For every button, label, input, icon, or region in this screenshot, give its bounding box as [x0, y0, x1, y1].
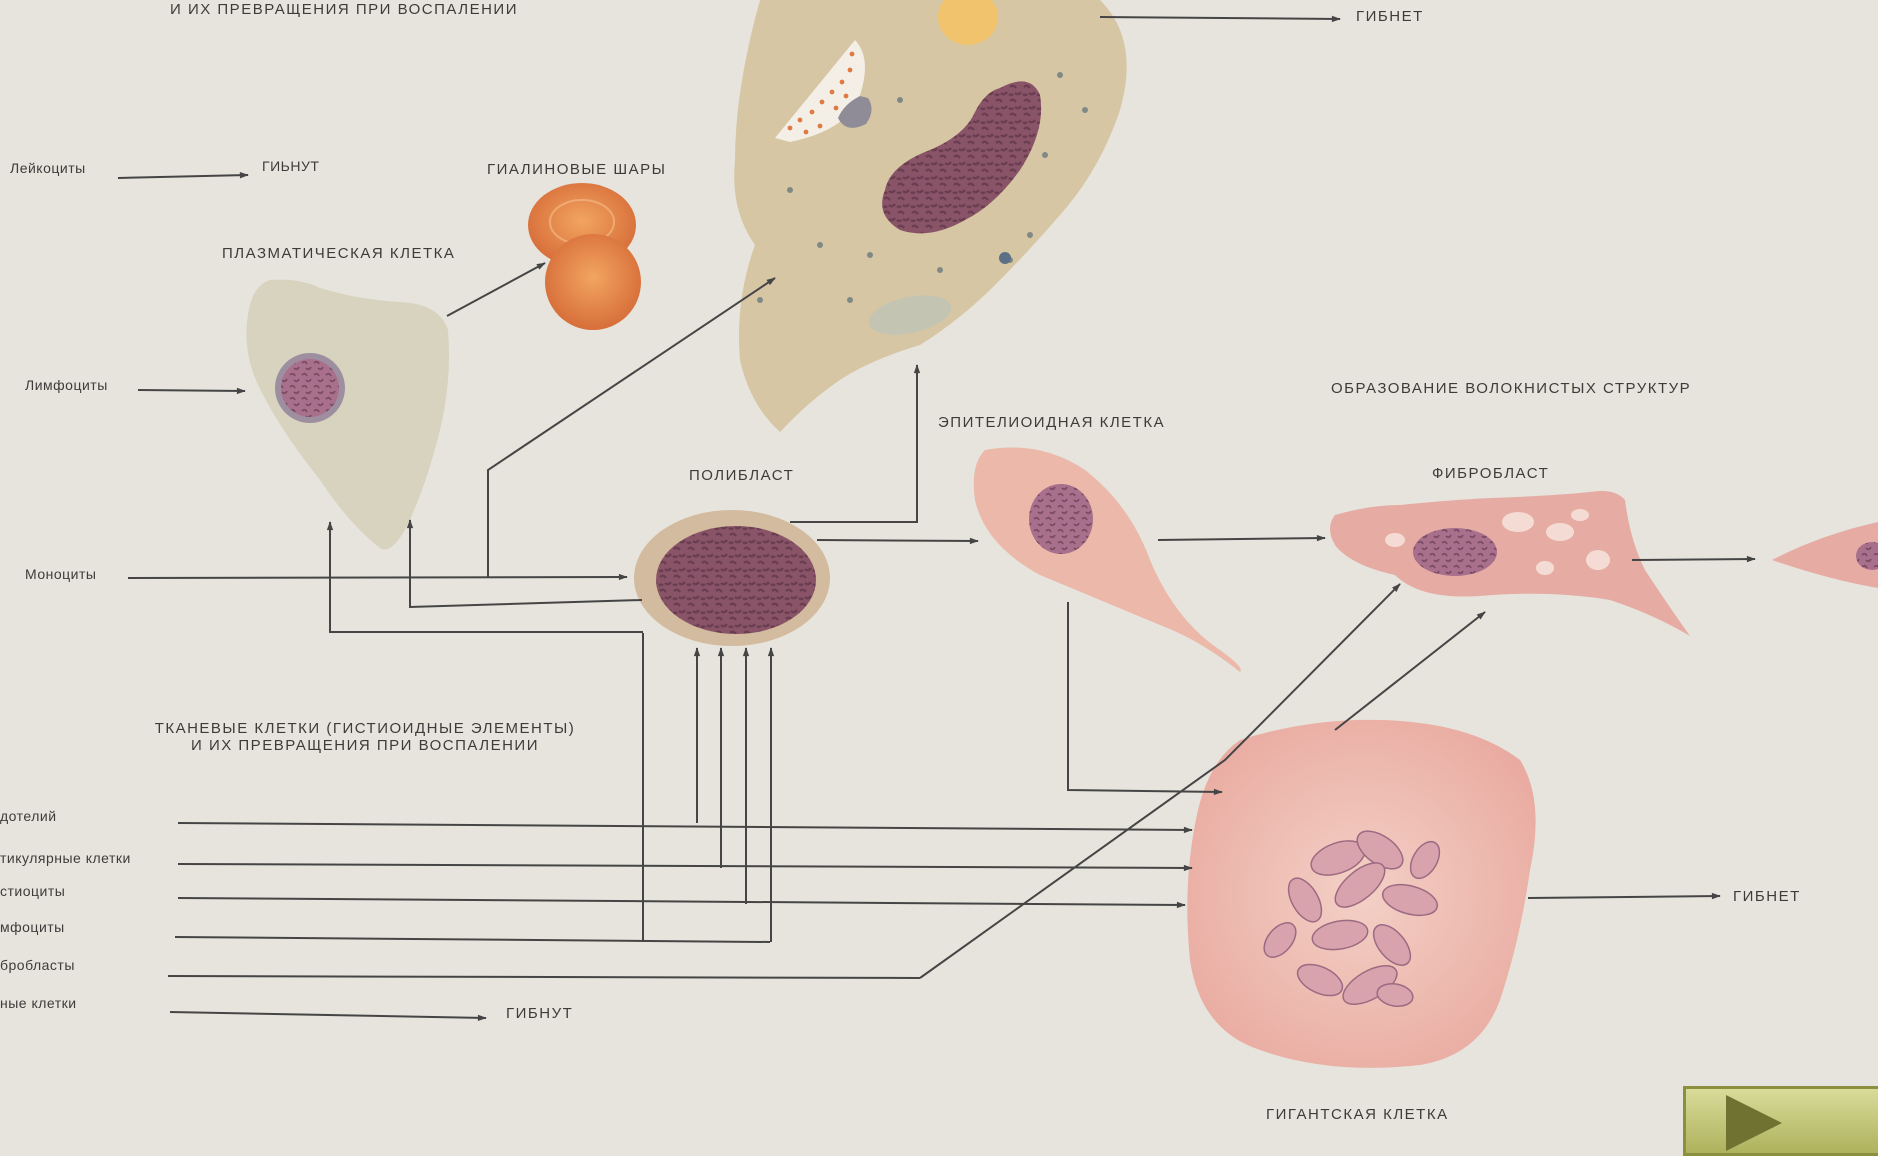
label-fibroblasts: бробласты — [0, 958, 75, 972]
label-giant-dies: ГИБНЕТ — [1733, 889, 1801, 904]
label-reticular-cells: тикулярные клетки — [0, 851, 131, 865]
fibroblast-cell — [1330, 491, 1690, 636]
label-leukocytes: Лейкоциты — [10, 161, 86, 175]
label-tissue-lymphocytes: мфоциты — [0, 920, 65, 934]
label-giant-cell: ГИГАНТСКАЯ КЛЕТКА — [1266, 1107, 1449, 1122]
tissue-title-line2: И ИХ ПРЕВРАЩЕНИЯ ПРИ ВОСПАЛЕНИИ — [140, 738, 590, 753]
epithelioid-cell — [974, 448, 1241, 673]
label-macrophage-dies: ГИБНЕТ — [1356, 9, 1424, 24]
diagram-stage: И ИХ ПРЕВРАЩЕНИЯ ПРИ ВОСПАЛЕНИИ Лейкоцит… — [0, 0, 1878, 1129]
polyblast-cell — [634, 510, 830, 646]
play-arrow-icon — [1722, 1093, 1802, 1153]
label-monocytes: Моноциты — [25, 567, 96, 581]
label-plasma-cell: ПЛАЗМАТИЧЕСКАЯ КЛЕТКА — [222, 246, 455, 261]
label-other-die: ГИБНУТ — [506, 1006, 573, 1021]
label-other-cells: ные клетки — [0, 996, 77, 1010]
label-lymphocytes: Лимфоциты — [25, 378, 108, 392]
label-leukocytes-die: ГИЬНУТ — [262, 159, 319, 173]
next-slide-button[interactable] — [1683, 1086, 1878, 1156]
plasma-cell — [246, 280, 449, 550]
top-title-line: И ИХ ПРЕВРАЩЕНИЯ ПРИ ВОСПАЛЕНИИ — [170, 2, 518, 17]
giant-cell — [1187, 720, 1535, 1068]
label-histiocytes: стиоциты — [0, 884, 65, 898]
label-endothelium: дотелий — [0, 809, 57, 823]
label-fibroblast: ФИБРОБЛАСТ — [1432, 466, 1549, 481]
partial-fibroblast-cell — [1772, 522, 1878, 588]
macrophage-cell — [734, 0, 1126, 432]
label-polyblast: ПОЛИБЛАСТ — [689, 468, 794, 483]
hyaline-balls — [528, 183, 641, 330]
label-hyaline-balls: ГИАЛИНОВЫЕ ШАРЫ — [487, 162, 666, 177]
label-epithelioid-cell: ЭПИТЕЛИОИДНАЯ КЛЕТКА — [938, 415, 1165, 430]
label-fibrous-structures: ОБРАЗОВАНИЕ ВОЛОКНИСТЫХ СТРУКТУР — [1331, 381, 1691, 396]
tissue-title-line1: ТКАНЕВЫЕ КЛЕТКИ (ГИСТИОИДНЫЕ ЭЛЕМЕНТЫ) — [140, 721, 590, 736]
